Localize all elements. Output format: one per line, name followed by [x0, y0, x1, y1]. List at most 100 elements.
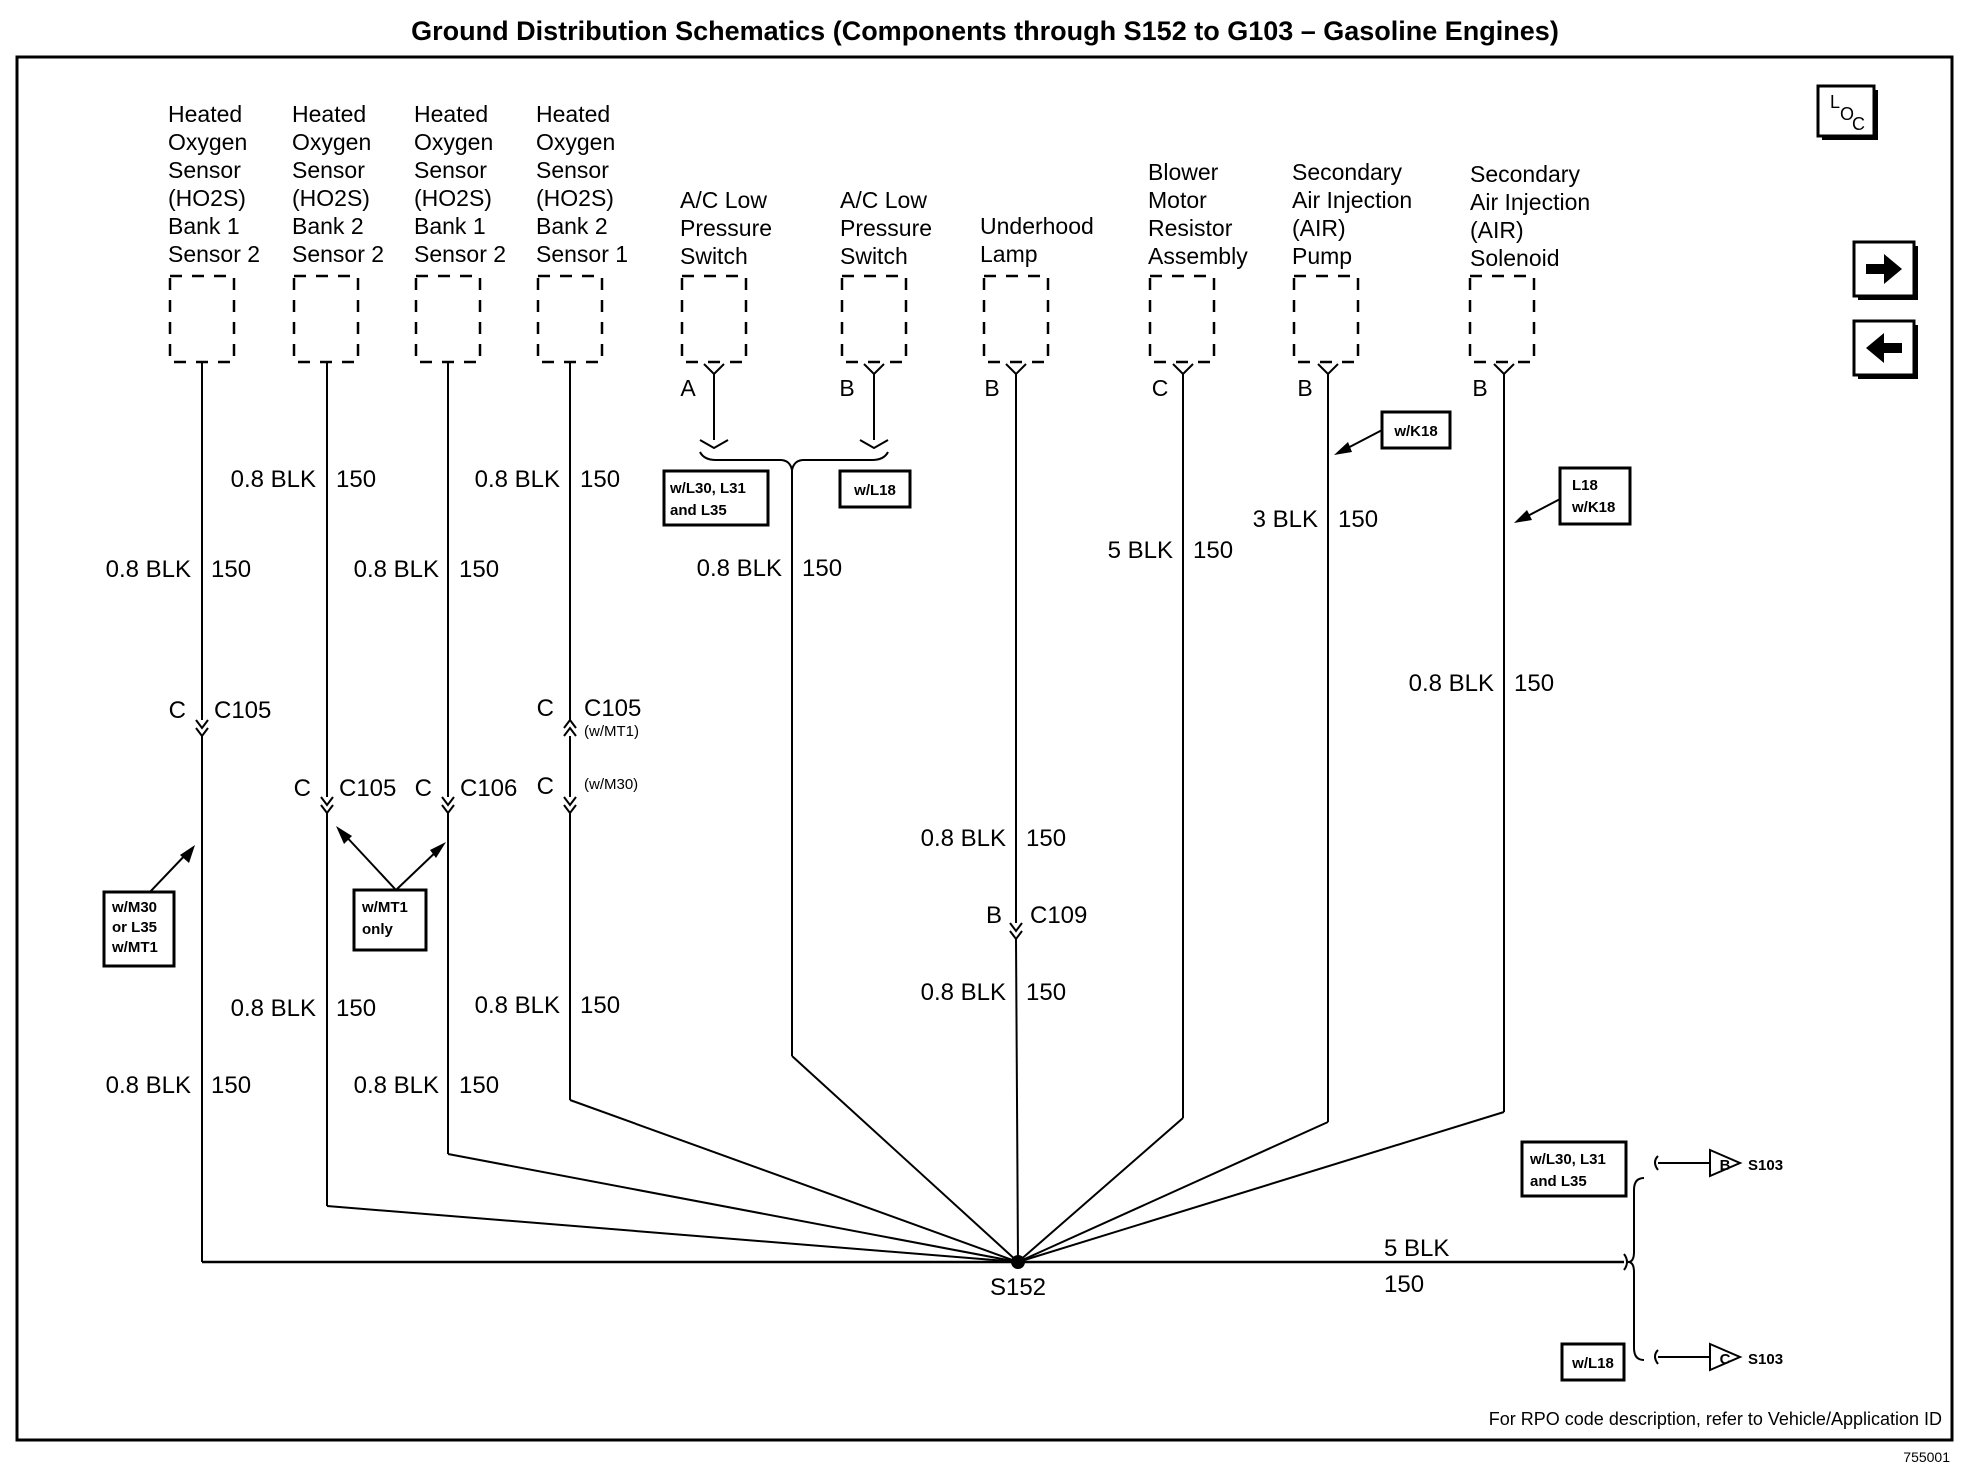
diagram-frame: [15, 55, 1954, 1442]
wire-circuit-label: 150: [459, 1072, 499, 1099]
component-box: [292, 274, 360, 364]
component-label-line: Oxygen: [536, 129, 615, 155]
wire-circuit-label: 150: [1026, 825, 1066, 852]
component-label-line: Bank 2: [536, 213, 608, 239]
component-label-line: (AIR): [1292, 215, 1346, 241]
wire-size-label: 5 BLK: [1384, 1235, 1449, 1262]
component-label-line: A/C Low: [680, 187, 767, 213]
wire-circuit-label: 150: [459, 556, 499, 583]
component-label-line: Switch: [840, 243, 908, 269]
wire-size-label: 0.8 BLK: [106, 1072, 191, 1099]
component-label-line: Sensor 2: [168, 241, 260, 267]
dest-pin-label: C: [1720, 1351, 1731, 1368]
component-label-line: Air Injection: [1470, 189, 1590, 215]
connector-option-label: (w/M30): [584, 776, 638, 793]
wire-size-label: 0.8 BLK: [106, 556, 191, 583]
note-s103-bottom: w/L18: [1560, 1342, 1626, 1382]
component-box: [1292, 274, 1360, 364]
component-label-line: Sensor: [414, 157, 487, 183]
component-label-line: Air Injection: [1292, 187, 1412, 213]
loc-c-letter: C: [1852, 114, 1865, 134]
wire-size-label: 0.8 BLK: [921, 979, 1006, 1006]
component-label-line: Heated: [536, 101, 610, 127]
note-line: or L35: [112, 919, 157, 936]
note-ac-right: w/L18: [838, 469, 912, 509]
note-line: w/L30, L31: [669, 480, 746, 497]
footer-note: For RPO code description, refer to Vehic…: [1489, 1409, 1942, 1429]
component-label-line: Sensor 2: [414, 241, 506, 267]
location-button[interactable]: L O C: [1816, 84, 1878, 140]
wire-circuit-label: 150: [1193, 537, 1233, 564]
wire-size-label: 0.8 BLK: [697, 555, 782, 582]
page-title: Ground Distribution Schematics (Componen…: [411, 16, 1559, 46]
connector-c106-label: C106: [460, 775, 517, 802]
previous-page-button[interactable]: [1852, 319, 1918, 379]
component-pin-label: B: [1297, 375, 1312, 401]
wire-size-label: 0.8 BLK: [231, 995, 316, 1022]
component-box: [168, 274, 236, 364]
wire-circuit-label: 150: [211, 1072, 251, 1099]
wire-circuit-label: 150: [1026, 979, 1066, 1006]
component-label-line: Heated: [414, 101, 488, 127]
note-s103-top: w/L30, L31 and L35: [1520, 1140, 1628, 1198]
note-mt1-only: w/MT1 only: [352, 888, 428, 952]
wire-size-label: 0.8 BLK: [475, 466, 560, 493]
component-label-line: (AIR): [1470, 217, 1524, 243]
note-line: w/MT1: [111, 939, 158, 956]
wire-size-label: 0.8 BLK: [1409, 670, 1494, 697]
wire-ho2s-b2s2: [320, 362, 1019, 1263]
component-box: [1468, 274, 1536, 364]
dest-s103-label: S103: [1748, 1157, 1783, 1174]
wire-ho2s-b2s1: [563, 362, 1019, 1263]
component-label-line: Pressure: [840, 215, 932, 241]
connector-c105-label: C105: [339, 775, 396, 802]
connector-pin-label: C: [537, 695, 554, 722]
component-label-line: Sensor: [168, 157, 241, 183]
wire-size-label: 5 BLK: [1108, 537, 1173, 564]
component-label-line: Oxygen: [414, 129, 493, 155]
wire-circuit-label: 150: [336, 995, 376, 1022]
wire-circuit-label: 150: [802, 555, 842, 582]
wire-size-label: 0.8 BLK: [921, 825, 1006, 852]
dest-s103-label: S103: [1748, 1351, 1783, 1368]
component-label-line: Underhood: [980, 213, 1094, 239]
next-page-button[interactable]: [1852, 240, 1918, 300]
wire-underhood-lamp: [1005, 363, 1027, 1263]
component-label-line: A/C Low: [840, 187, 927, 213]
wire-circuit-label: 150: [580, 466, 620, 493]
splice-s152-dot: [1011, 1255, 1025, 1269]
wire-size-label: 3 BLK: [1253, 506, 1318, 533]
wire-size-label: 0.8 BLK: [354, 1072, 439, 1099]
connector-pin-label: B: [986, 902, 1002, 929]
component-label-line: (HO2S): [414, 185, 492, 211]
note-line: w/K18: [1571, 499, 1615, 516]
wire-circuit-label: 150: [580, 992, 620, 1019]
note-line: and L35: [1530, 1173, 1587, 1190]
component-label-line: Secondary: [1470, 161, 1580, 187]
component-label-line: (HO2S): [292, 185, 370, 211]
note-arrows: [147, 427, 1563, 895]
connector-labels: C C105 C C105 C C106 C C105 (w/MT1) C (w…: [169, 695, 1088, 929]
wire-circuit-label: 150: [211, 556, 251, 583]
wire-air-solenoid: [1017, 363, 1515, 1263]
component-box: [536, 274, 604, 364]
arrow-right-icon: [1866, 254, 1902, 284]
note-ac-left: w/L30, L31 and L35: [662, 469, 770, 527]
component-label-line: Pump: [1292, 243, 1352, 269]
component-label-line: Switch: [680, 243, 748, 269]
component-label-line: Bank 1: [414, 213, 486, 239]
component-label-line: Heated: [292, 101, 366, 127]
wire-ho2s-b1s2-right: [441, 362, 1019, 1263]
document-id: 755001: [1903, 1449, 1950, 1465]
wire-circuit-label: 150: [1514, 670, 1554, 697]
wire-blower-motor: [1017, 363, 1194, 1263]
connector-pin-label: C: [415, 775, 432, 802]
connector-pin-label: C: [169, 697, 186, 724]
